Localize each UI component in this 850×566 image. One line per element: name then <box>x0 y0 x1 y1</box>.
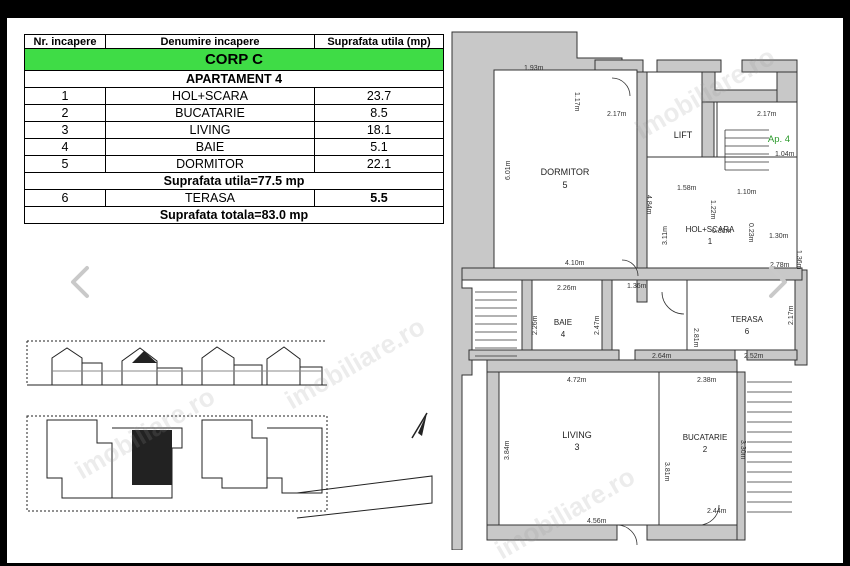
dimension-label: 2.47m <box>594 315 601 335</box>
room-name: BAIE <box>105 138 315 156</box>
dimension-label: 3.84m <box>504 440 511 460</box>
room-area: 23.7 <box>314 87 444 105</box>
dimension-label: 2.26m <box>532 315 539 335</box>
dimension-label: 2.17m <box>788 305 795 325</box>
dimension-label: 6.01m <box>505 160 512 180</box>
dimension-label: 1.04m <box>775 151 795 158</box>
room-label-baie: BAIE <box>554 318 572 327</box>
selected-unit-marker <box>132 351 157 363</box>
header-nr: Nr. incapere <box>24 34 106 49</box>
terasa-nr: 6 <box>24 189 106 207</box>
total-area: Suprafata totala=83.0 mp <box>24 206 444 224</box>
room-area: 18.1 <box>314 121 444 139</box>
chevron-right-icon <box>769 266 787 298</box>
dimension-label: 1.36m <box>795 250 802 270</box>
table-row: 3 LIVING 18.1 <box>24 121 444 139</box>
dimension-label: 2.17m <box>607 111 627 118</box>
room-nr: 1 <box>24 87 106 105</box>
dimension-label: 3.30m <box>739 440 746 460</box>
table-row: 4 BAIE 5.1 <box>24 138 444 156</box>
room-nr: 5 <box>24 155 106 173</box>
dimension-label: 1.22m <box>709 200 716 220</box>
corp-label: CORP C <box>24 48 444 71</box>
corp-row: CORP C <box>24 48 444 71</box>
room-number-bucatarie: 2 <box>703 445 708 454</box>
room-name: HOL+SCARA <box>105 87 315 105</box>
table-row: 1 HOL+SCARA 23.7 <box>24 87 444 105</box>
room-nr: 4 <box>24 138 106 156</box>
dimension-label: 4.56m <box>587 518 607 525</box>
terasa-name: TERASA <box>105 189 315 207</box>
dimension-label: 2.26m <box>557 285 577 292</box>
utila-total: Suprafata utila=77.5 mp <box>24 172 444 190</box>
floor-plan: DORMITOR 5 LIFT Ap. 4 HOL+SCARA 1 BAIE 4… <box>447 30 827 551</box>
next-image-button[interactable] <box>759 264 795 300</box>
table-row: 2 BUCATARIE 8.5 <box>24 104 444 122</box>
dimension-label: 1.58m <box>677 185 697 192</box>
room-nr: 3 <box>24 121 106 139</box>
dimension-label: 3.81m <box>663 462 670 482</box>
selected-building-marker <box>132 430 172 485</box>
dimension-label: 0.23m <box>747 223 754 243</box>
dimension-label: 2.17m <box>757 111 777 118</box>
dimension-label: 4.10m <box>565 260 585 267</box>
site-plan-sketch <box>22 408 442 528</box>
apartment-row: APARTAMENT 4 <box>24 70 444 88</box>
room-area: 22.1 <box>314 155 444 173</box>
dimension-label: 1.17m <box>573 92 580 112</box>
dimension-label: 2.38m <box>697 377 717 384</box>
dimension-label: 1.36m <box>627 283 647 290</box>
dimension-label: 4.72m <box>567 377 587 384</box>
room-nr: 2 <box>24 104 106 122</box>
apartment-label: APARTAMENT 4 <box>24 70 444 88</box>
room-area: 5.1 <box>314 138 444 156</box>
dimension-label: 2.78m <box>770 262 790 269</box>
previous-image-button[interactable] <box>63 264 99 300</box>
building-section-sketch <box>22 323 332 398</box>
dimension-label: 1.10m <box>737 189 757 196</box>
table-header-row: Nr. incapere Denumire incapere Suprafata… <box>24 34 444 49</box>
terasa-row: 6 TERASA 5.5 <box>24 189 444 207</box>
room-label-hol: HOL+SCARA <box>686 225 735 234</box>
chevron-left-icon <box>71 266 89 298</box>
header-area: Suprafata utila (mp) <box>314 34 444 49</box>
room-label-lift: LIFT <box>674 130 693 140</box>
total-row: Suprafata totala=83.0 mp <box>24 206 444 224</box>
room-number-hol: 1 <box>708 237 713 246</box>
dimension-label: 1.30m <box>769 233 789 240</box>
dimension-label: 3.11m <box>662 226 669 245</box>
header-name: Denumire incapere <box>105 34 315 49</box>
room-name: DORMITOR <box>105 155 315 173</box>
room-number-terasa: 6 <box>745 327 750 336</box>
dimension-label: 2.52m <box>744 353 764 360</box>
listing-image: Nr. incapere Denumire incapere Suprafata… <box>7 18 843 565</box>
dimension-label: 4.84m <box>645 195 652 215</box>
room-area-table: Nr. incapere Denumire incapere Suprafata… <box>24 34 444 224</box>
room-number-dormitor: 5 <box>562 180 567 190</box>
room-label-ap: Ap. 4 <box>768 134 790 145</box>
room-number-living: 3 <box>574 442 579 452</box>
room-name: LIVING <box>105 121 315 139</box>
room-label-terasa: TERASA <box>731 315 764 324</box>
dimension-label: 2.81m <box>692 328 699 348</box>
room-label-dormitor: DORMITOR <box>541 167 590 177</box>
room-area: 8.5 <box>314 104 444 122</box>
dimension-label: 2.44m <box>707 508 727 515</box>
room-label-living: LIVING <box>562 430 592 440</box>
room-label-bucatarie: BUCATARIE <box>683 433 728 442</box>
terasa-area: 5.5 <box>314 189 444 207</box>
dimension-label: 1.93m <box>524 65 544 72</box>
dimension-label: 2.64m <box>652 353 672 360</box>
north-arrow-icon <box>418 413 427 436</box>
room-number-baie: 4 <box>561 330 566 339</box>
utila-total-row: Suprafata utila=77.5 mp <box>24 172 444 190</box>
table-row: 5 DORMITOR 22.1 <box>24 155 444 173</box>
room-name: BUCATARIE <box>105 104 315 122</box>
dimension-label: 0.31m <box>712 228 732 235</box>
